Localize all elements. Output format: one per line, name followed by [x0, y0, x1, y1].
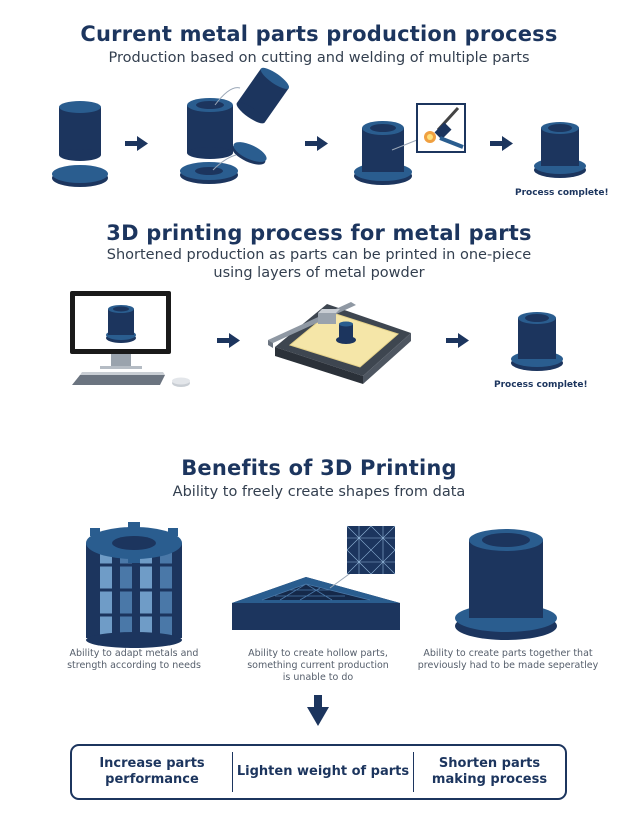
flanged-part-icon	[354, 121, 412, 185]
section2-diagram	[70, 291, 563, 387]
flanged-part-icon	[511, 312, 563, 371]
divider	[232, 752, 233, 792]
disc-icon	[232, 142, 267, 165]
section3-title: Benefits of 3D Printing	[181, 456, 457, 480]
welding-torch-icon	[391, 103, 466, 153]
section2-subtitle-line1: Shortened production as parts can be pri…	[106, 247, 532, 263]
cylinder-icon	[59, 101, 101, 161]
gear-block-icon	[86, 522, 182, 648]
mouse-icon	[172, 377, 190, 387]
arrow-right-icon	[125, 136, 148, 151]
divider	[413, 752, 414, 792]
powder-bed-printer-icon	[268, 302, 411, 384]
section1-title: Current metal parts production process	[80, 22, 558, 46]
lattice-triangle-icon	[232, 525, 400, 630]
result-increase-performance: Increase parts performance	[99, 756, 205, 787]
section1-subtitle: Production based on cutting and welding …	[108, 50, 530, 66]
disc-icon	[180, 162, 238, 184]
section2-subtitle-line2: using layers of metal powder	[213, 265, 425, 281]
section3-diagram	[86, 522, 557, 726]
section2-title: 3D printing process for metal parts	[106, 221, 532, 245]
flanged-part-icon	[455, 529, 557, 640]
result-shorten-process: Shorten parts making process	[431, 756, 548, 787]
section1-diagram	[52, 67, 586, 187]
benefit-caption-3: Ability to create parts together that pr…	[417, 648, 599, 671]
arrow-right-icon	[217, 333, 240, 348]
results-box: Increase parts performance Lighten weigh…	[70, 744, 567, 800]
arrow-right-icon	[446, 333, 469, 348]
cylinder-icon	[236, 67, 290, 124]
process-complete-label: Process complete!	[515, 188, 609, 198]
computer-monitor-icon	[70, 291, 171, 369]
process-complete-label: Process complete!	[494, 380, 588, 390]
section3-subtitle: Ability to freely create shapes from dat…	[172, 484, 466, 500]
flanged-part-icon	[534, 122, 586, 178]
arrow-down-icon	[307, 695, 329, 726]
result-lighten-weight: Lighten weight of parts	[236, 764, 410, 779]
keyboard-icon	[72, 372, 165, 385]
disc-icon	[52, 165, 108, 187]
benefit-caption-1: Ability to adapt metals and strength acc…	[67, 648, 201, 671]
arrow-right-icon	[305, 136, 328, 151]
arrow-right-icon	[490, 136, 513, 151]
benefit-caption-2: Ability to create hollow parts, somethin…	[247, 648, 389, 683]
